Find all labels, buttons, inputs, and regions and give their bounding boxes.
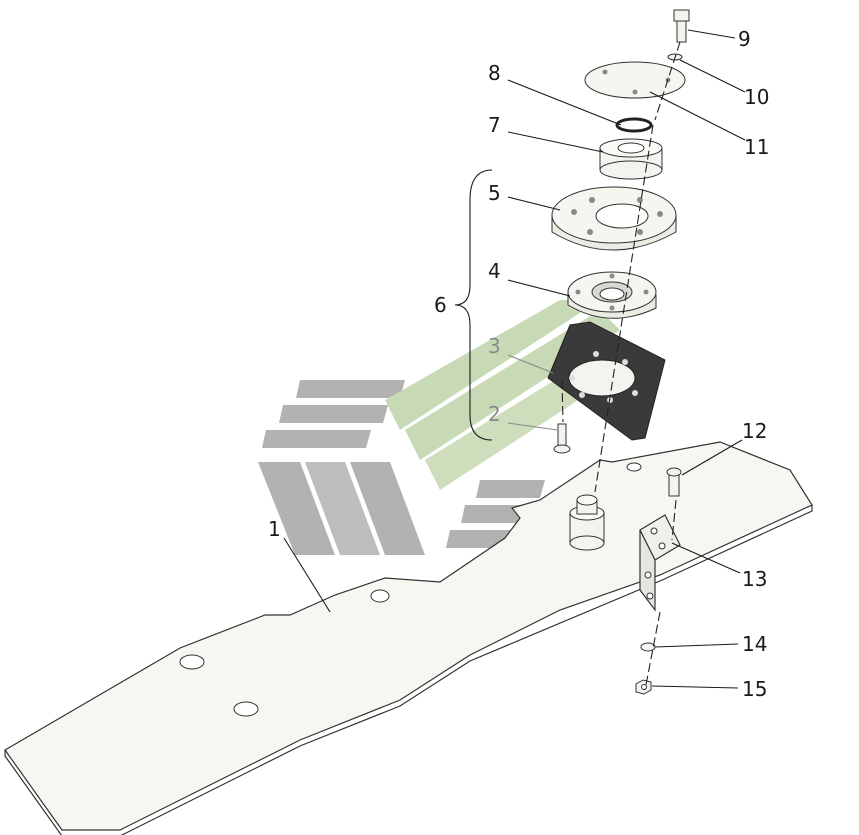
washer-14 (640, 642, 656, 652)
callout-1: 1 (268, 517, 281, 541)
callout-4: 4 (488, 259, 501, 283)
cover-disc (584, 61, 686, 99)
watermark-logo (258, 300, 640, 555)
leader-lines (283, 29, 746, 689)
plate-hole-2 (233, 701, 259, 717)
sprocket (551, 186, 677, 251)
callout-12: 12 (742, 419, 767, 443)
plate-hole-3 (370, 589, 390, 603)
callout-3: 3 (488, 334, 501, 358)
bolt-12 (666, 467, 682, 497)
callout-14: 14 (742, 632, 767, 656)
callout-9: 9 (738, 27, 751, 51)
callout-10: 10 (744, 85, 769, 109)
o-ring (615, 117, 653, 133)
plate-hole-1 (179, 654, 205, 670)
callout-2: 2 (488, 402, 501, 426)
callout-6: 6 (434, 293, 447, 317)
callout-8: 8 (488, 61, 501, 85)
callout-11: 11 (744, 135, 769, 159)
bolt-9 (673, 9, 690, 43)
assembly-axes (561, 41, 681, 691)
bushing (599, 138, 663, 180)
screw-2 (553, 423, 571, 454)
bracket (639, 514, 681, 612)
group-6-brace (454, 169, 493, 441)
flange-plate (547, 321, 666, 441)
callout-13: 13 (742, 567, 767, 591)
callout-5: 5 (488, 181, 501, 205)
callout-labels: 1 2 3 4 5 6 7 8 9 10 11 12 13 14 15 (268, 27, 769, 701)
base-plate (4, 441, 813, 835)
bearing-hub (567, 271, 657, 319)
callout-7: 7 (488, 113, 501, 137)
shaft-stub (569, 494, 605, 551)
callout-15: 15 (742, 677, 767, 701)
nut-15 (635, 679, 652, 695)
plate-hole-4 (626, 462, 642, 472)
